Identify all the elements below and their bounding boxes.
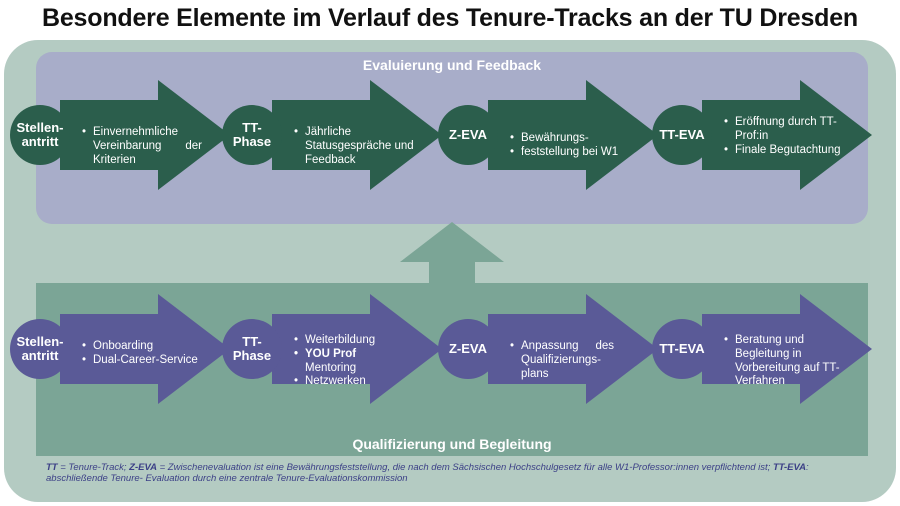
stage-name: TT-EVA xyxy=(652,319,712,379)
up-arrow-icon xyxy=(400,222,504,286)
bullet-item: Finale Begutachtung xyxy=(724,144,844,158)
stage-bullets: Einvernehmliche Vereinbarung der Kriteri… xyxy=(82,126,202,167)
bullet-item: Einvernehmliche Vereinbarung der Kriteri… xyxy=(82,126,202,167)
bullet-item: Mentoring xyxy=(305,361,357,374)
page-title: Besondere Elemente im Verlauf des Tenure… xyxy=(41,4,858,32)
footnote-zeva-text: = Zwischenevaluation ist eine Bewährungs… xyxy=(156,462,773,473)
top-stage-tt-eva: TT-EVA Eröffnung durch TT-Prof:in Finale… xyxy=(652,80,872,190)
stage-name: Stellen- antritt xyxy=(10,105,70,165)
bullet-item: Beratung und Begleitung in Vorbereitung … xyxy=(724,334,844,389)
bottom-stage-tt-phase: TT- Phase Weiterbildung YOU Prof Mentori… xyxy=(222,294,442,404)
stage-name: Z-EVA xyxy=(438,319,498,379)
stage-bullets: Onboarding Dual-Career-Service xyxy=(82,340,202,368)
top-stage-stellenantritt: Stellen- antritt Einvernehmliche Vereinb… xyxy=(10,80,230,190)
stage-name: TT- Phase xyxy=(222,105,282,165)
qualification-support-title: Qualifizierung und Begleitung xyxy=(352,436,552,452)
bullet-item: feststellung bei W1 xyxy=(510,146,630,160)
stage-bullets: Weiterbildung YOU Prof Mentoring Netzwer… xyxy=(294,334,414,389)
bullet-item: Eröffnung durch TT-Prof:in xyxy=(724,116,844,144)
bullet-item: Onboarding xyxy=(82,340,202,354)
bullet-item: Anpassung des Qualifizierungs-plans xyxy=(510,340,614,381)
bullet-item: Dual-Career-Service xyxy=(82,354,202,368)
stage-name: TT-EVA xyxy=(652,105,712,165)
stage-name: TT- Phase xyxy=(222,319,282,379)
stage-bullets: Eröffnung durch TT-Prof:in Finale Beguta… xyxy=(724,116,844,157)
stage-name: Stellen- antritt xyxy=(10,319,70,379)
footnote-tt-text: = Tenure-Track; xyxy=(57,462,130,473)
bullet-item: Weiterbildung xyxy=(294,334,414,348)
stage-bullets: Bewährungs- feststellung bei W1 xyxy=(510,132,630,160)
footnote-tt-abbr: TT xyxy=(46,462,58,473)
bottom-stage-z-eva: Z-EVA Anpassung des Qualifizierungs-plan… xyxy=(438,294,658,404)
stage-name: Z-EVA xyxy=(438,105,498,165)
stage-bullets: Jährliche Statusgespräche und Feedback xyxy=(294,126,414,167)
you-prof-bullet: YOU Prof xyxy=(294,348,414,362)
stage-bullets: Beratung und Begleitung in Vorbereitung … xyxy=(724,334,844,389)
evaluation-feedback-title: Evaluierung und Feedback xyxy=(362,57,542,73)
bullet-item: Bewährungs- xyxy=(510,132,630,146)
stage-bullets: Anpassung des Qualifizierungs-plans xyxy=(510,340,614,381)
top-stage-tt-phase: TT- Phase Jährliche Statusgespräche und … xyxy=(222,80,442,190)
footnote-tteva-text: : abschließende Tenure- Evaluation durch… xyxy=(46,462,809,485)
bottom-stage-stellenantritt: Stellen- antritt Onboarding Dual-Career-… xyxy=(10,294,230,404)
footnote-zeva-abbr: Z-EVA xyxy=(129,462,157,473)
footnote: TT = Tenure-Track; Z-EVA = Zwischenevalu… xyxy=(46,462,866,485)
bullet-item: Netzwerken xyxy=(294,375,414,389)
footnote-tteva-abbr: TT-EVA xyxy=(772,462,807,473)
bullet-item: Jährliche Statusgespräche und Feedback xyxy=(294,126,414,167)
top-stage-z-eva: Z-EVA Bewährungs- feststellung bei W1 xyxy=(438,80,658,190)
bottom-stage-tt-eva: TT-EVA Beratung und Begleitung in Vorber… xyxy=(652,294,872,404)
